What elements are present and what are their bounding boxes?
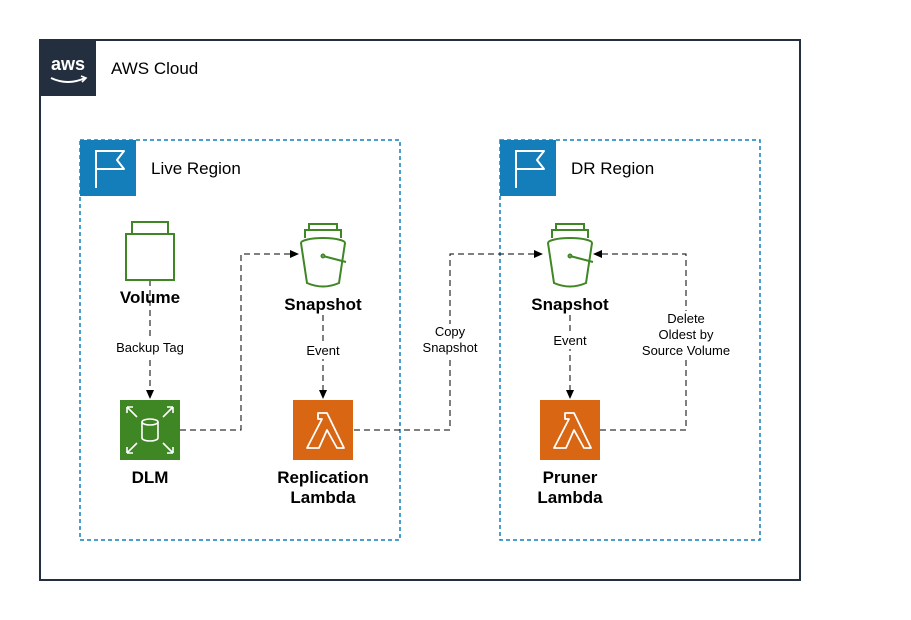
live-event-label: Event: [303, 343, 343, 359]
delete-oldest-label-line1: Delete: [667, 311, 705, 326]
dr-snapshot-label: Snapshot: [531, 295, 609, 314]
pruner-lambda-label: Pruner Lambda: [510, 468, 630, 508]
dr-event-label: Event: [550, 333, 590, 349]
dr-snapshot-bucket-icon: [547, 223, 594, 288]
live-region-boundary: [79, 139, 401, 541]
live-region-title: Live Region: [151, 159, 241, 178]
pruner-lambda-label-line1: Pruner: [542, 468, 598, 487]
delete-oldest-label-line3: Source Volume: [641, 343, 731, 358]
delete-oldest-label: Delete Oldest by Source Volume: [636, 311, 736, 359]
copy-snapshot-label: Copy Snapshot: [418, 324, 482, 356]
copy-snapshot-label-line2: Snapshot: [422, 340, 478, 355]
delete-oldest-label-line2: Oldest by: [658, 327, 714, 342]
live-region-flag-icon: [80, 140, 136, 196]
dr-region-title: DR Region: [571, 159, 655, 178]
volume-icon: [125, 221, 175, 281]
svg-text:aws: aws: [51, 54, 85, 74]
live-snapshot-label: Snapshot: [284, 295, 362, 314]
aws-logo-icon: aws: [40, 40, 96, 96]
pruner-lambda-icon: [540, 400, 600, 460]
volume-label: Volume: [119, 288, 181, 307]
backup-tag-label: Backup Tag: [110, 340, 190, 356]
dlm-icon: [120, 400, 180, 460]
live-snapshot-bucket-icon: [300, 223, 347, 288]
dr-region-flag-icon: [500, 140, 556, 196]
edge-dlm-to-live-snapshot: [180, 250, 299, 431]
replication-lambda-label: Replication Lambda: [253, 468, 393, 508]
dlm-label: DLM: [131, 468, 169, 487]
aws-cloud-title: AWS Cloud: [111, 59, 199, 78]
replication-lambda-label-line1: Replication: [277, 468, 369, 487]
copy-snapshot-label-line1: Copy: [434, 324, 466, 339]
replication-lambda-label-line2: Lambda: [290, 488, 356, 507]
dr-region-boundary: [499, 139, 761, 541]
aws-cloud-boundary: [39, 39, 801, 581]
pruner-lambda-label-line2: Lambda: [537, 488, 603, 507]
replication-lambda-icon: [293, 400, 353, 460]
